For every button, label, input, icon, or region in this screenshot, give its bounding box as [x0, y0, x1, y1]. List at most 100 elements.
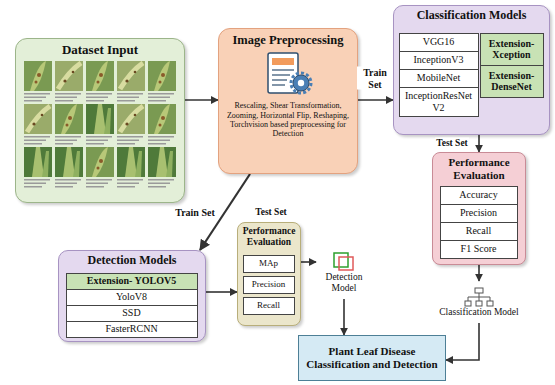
- art-part: [55, 104, 83, 134]
- evaluation-group: Performance EvaluationMApPrecisionRecall: [237, 222, 301, 326]
- box-text: YoloV8: [116, 291, 147, 303]
- art-part: [339, 257, 353, 270]
- art-part: [148, 136, 174, 145]
- box-text: InceptionV3: [414, 54, 464, 66]
- art-part: [55, 61, 83, 91]
- box-title: Dataset Input: [62, 43, 138, 58]
- box-text: VGG16: [423, 36, 455, 48]
- evaluation-group: Performance EvaluationAccuracyPrecisionR…: [432, 152, 526, 265]
- model-box: InceptionResNet V2: [399, 87, 479, 117]
- flow-arrow: [206, 291, 237, 293]
- leaf-image-grid: [24, 61, 176, 189]
- edge-label: Train Set: [174, 207, 216, 219]
- metric-box: MAp: [243, 255, 295, 273]
- box-title: Detection Models: [61, 254, 203, 268]
- art-part: [86, 147, 114, 177]
- art-part: [476, 301, 482, 306]
- icon-node: Detection Model: [316, 247, 372, 299]
- art-part: [272, 70, 294, 71]
- art-part: [272, 75, 290, 76]
- art-part: [334, 253, 348, 267]
- art-part: [24, 179, 50, 188]
- metric-box: F1 Score: [440, 240, 518, 259]
- box-title: Performance Evaluation: [435, 156, 523, 181]
- art-part: [117, 61, 145, 91]
- art-part: [24, 147, 52, 177]
- box-text: F1 Score: [461, 243, 497, 255]
- box-text: FasterRCNN: [105, 323, 157, 335]
- icon-node: Classification Model: [427, 281, 531, 323]
- box-text: Recall: [257, 300, 280, 310]
- art-part: [55, 147, 83, 177]
- art-part: [487, 301, 493, 306]
- art-part: [148, 147, 176, 177]
- flow-arrow: [301, 261, 316, 263]
- flow-arrow: [478, 265, 480, 281]
- flow-arrow: [358, 99, 393, 101]
- preprocessing-box: Image Preprocessing Rescaling, Shear Tra…: [218, 28, 358, 174]
- metric-box: Recall: [243, 297, 295, 315]
- box-text: Extension-DenseNet: [484, 70, 540, 93]
- box-text: Recall: [466, 225, 492, 237]
- extension-box: Extension-DenseNet: [480, 65, 544, 98]
- art-part: [468, 293, 490, 301]
- art-part: [148, 179, 174, 188]
- edge-label: Test Set: [435, 138, 469, 149]
- box-text: Classification Model: [439, 307, 518, 318]
- flow-arrow: [446, 323, 479, 360]
- flow-arrow: [478, 135, 480, 152]
- metric-box: Accuracy: [440, 186, 518, 205]
- bounding-box-icon: [333, 252, 355, 272]
- model-box: VGG16: [399, 33, 479, 52]
- art-part: [272, 85, 285, 86]
- box-text: Extension-Xception: [484, 38, 540, 61]
- art-part: [24, 136, 50, 145]
- art-part: [24, 93, 50, 102]
- art-part: [55, 93, 81, 102]
- art-part: [293, 75, 309, 91]
- art-part: [475, 288, 483, 293]
- art-part: [86, 93, 112, 102]
- box-text: MAp: [259, 258, 278, 268]
- art-part: [117, 136, 143, 145]
- box-text: SSD: [122, 307, 140, 319]
- art-part: [86, 179, 112, 188]
- art-part: [55, 136, 81, 145]
- art-part: [86, 104, 114, 134]
- art-part: [298, 80, 304, 86]
- flow-arrow: [343, 299, 345, 335]
- model-box: YoloV8: [66, 289, 198, 306]
- box-title: Image Preprocessing: [233, 33, 344, 47]
- preprocessing-icon: [260, 50, 316, 98]
- art-part: [291, 73, 311, 93]
- model-box: FasterRCNN: [66, 321, 198, 338]
- metric-box: Precision: [440, 204, 518, 223]
- result-box: Plant Leaf Disease Classification and De…: [298, 335, 446, 381]
- model-box: MobileNet: [399, 69, 479, 88]
- art-part: [86, 61, 114, 91]
- art-part: [117, 93, 143, 102]
- set-label: Test Set: [254, 207, 288, 218]
- box-text: MobileNet: [417, 72, 460, 84]
- art-part: [148, 104, 176, 134]
- dataset-box: Dataset Input: [15, 38, 185, 203]
- art-part: [148, 61, 176, 91]
- box-text: Detection Model: [319, 272, 369, 294]
- art-part: [272, 80, 287, 81]
- model-box: InceptionV3: [399, 51, 479, 70]
- flow-arrow: [185, 99, 218, 101]
- edge-label: Train Set: [357, 67, 393, 90]
- art-part: [117, 179, 143, 188]
- art-part: [24, 104, 52, 134]
- art-part: [465, 301, 471, 306]
- art-part: [55, 179, 81, 188]
- box-text: InceptionResNet V2: [403, 90, 475, 113]
- art-part: [24, 61, 52, 91]
- model-box: SSD: [66, 305, 198, 322]
- model-group: Detection ModelsExtension- YOLOV5YoloV8S…: [58, 250, 206, 342]
- box-text: Precision: [252, 279, 286, 289]
- metric-box: Precision: [243, 276, 295, 294]
- box-text: Plant Leaf Disease Classification and De…: [302, 345, 442, 370]
- box-text: Accuracy: [459, 189, 497, 201]
